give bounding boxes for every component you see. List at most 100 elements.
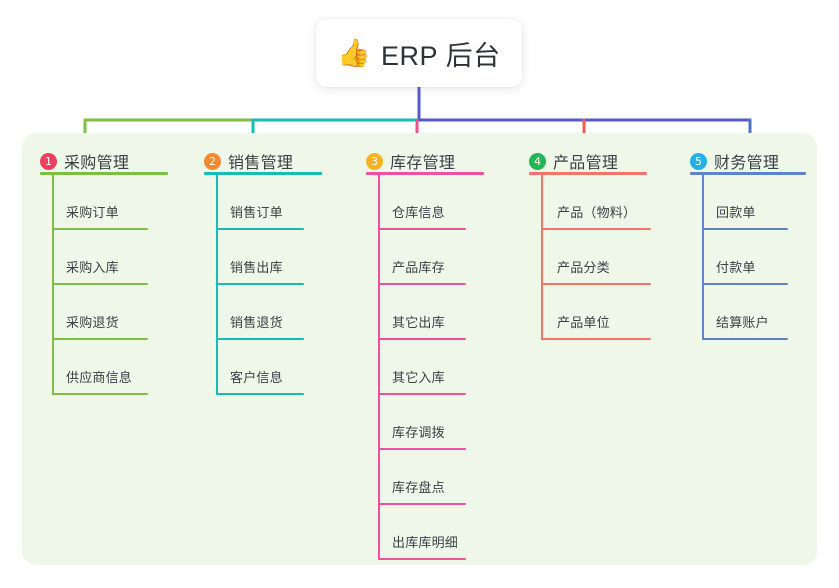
column-header-4[interactable]: 4 产品管理 [529,133,682,175]
list-item[interactable]: 库存调拨 [378,395,519,450]
list-item[interactable]: 其它出库 [378,285,519,340]
list-item[interactable]: 出库库明细 [378,505,519,560]
column-title-3: 库存管理 [390,155,456,172]
leaf-rule [378,283,466,285]
list-item[interactable]: 产品分类 [541,230,682,285]
leaf-label: 产品分类 [557,260,610,275]
leaf-label: 销售订单 [230,205,283,220]
list-item[interactable]: 销售出库 [216,230,353,285]
leaf-list-4: 产品（物料） 产品分类 产品单位 [541,175,682,340]
column-rule-1 [40,172,168,175]
column-rule-5 [690,172,806,175]
root-node-erp-backend[interactable]: 👍 ERP 后台 [316,19,522,87]
column-container: 1 采购管理 采购订单 采购入库 采购退货 供应 [22,133,817,565]
column-title-1: 采购管理 [64,155,130,172]
leaf-spine-3 [378,175,380,560]
leaf-list-1: 采购订单 采购入库 采购退货 供应商信息 [52,175,188,395]
leaf-rule [378,338,466,340]
badge-number-3: 3 [366,152,383,170]
list-item[interactable]: 仓库信息 [378,175,519,230]
leaf-rule [52,338,148,340]
leaf-spine-5 [702,175,704,340]
leaf-list-5: 回款单 付款单 结算账户 [702,175,817,340]
column-rule-2 [204,172,322,175]
leaf-spine-2 [216,175,218,395]
list-item[interactable]: 结算账户 [702,285,817,340]
badge-number-4: 4 [529,152,546,170]
list-item[interactable]: 付款单 [702,230,817,285]
leaf-label: 销售出库 [230,260,283,275]
column-title-4: 产品管理 [553,155,619,172]
leaf-label: 客户信息 [230,370,283,385]
list-item[interactable]: 其它入库 [378,340,519,395]
leaf-label: 采购退货 [66,315,119,330]
leaf-label: 采购入库 [66,260,119,275]
list-item[interactable]: 采购退货 [52,285,188,340]
leaf-rule [216,283,304,285]
leaf-label: 库存盘点 [392,480,445,495]
column-header-2[interactable]: 2 销售管理 [204,133,353,175]
column-header-5[interactable]: 5 财务管理 [690,133,817,175]
list-item[interactable]: 供应商信息 [52,340,188,395]
column-purchasing: 1 采购管理 采购订单 采购入库 采购退货 供应 [22,133,188,565]
leaf-label: 销售退货 [230,315,283,330]
leaf-label: 仓库信息 [392,205,445,220]
list-item[interactable]: 产品（物料） [541,175,682,230]
leaf-rule [702,283,788,285]
leaf-rule [702,338,788,340]
column-title-5: 财务管理 [714,155,780,172]
list-item[interactable]: 库存盘点 [378,450,519,505]
column-header-3[interactable]: 3 库存管理 [366,133,519,175]
list-item[interactable]: 回款单 [702,175,817,230]
leaf-rule [702,228,788,230]
column-rule-4 [529,172,647,175]
badge-number-5: 5 [690,152,707,170]
leaf-rule [378,393,466,395]
list-item[interactable]: 销售订单 [216,175,353,230]
leaf-list-2: 销售订单 销售出库 销售退货 客户信息 [216,175,353,395]
root-node-title: ERP 后台 [381,40,501,71]
leaf-label: 产品库存 [392,260,445,275]
leaf-rule [378,448,466,450]
leaf-rule [378,228,466,230]
column-sales: 2 销售管理 销售订单 销售出库 销售退货 客户 [188,133,353,565]
column-rule-3 [366,172,484,175]
diagram-panel [22,133,817,565]
leaf-label: 出库库明细 [392,535,459,550]
leaf-label: 采购订单 [66,205,119,220]
column-inventory: 3 库存管理 仓库信息 产品库存 其它出库 其它 [353,133,519,565]
list-item[interactable]: 采购入库 [52,230,188,285]
leaf-spine-1 [52,175,54,395]
column-title-2: 销售管理 [228,155,294,172]
leaf-rule [216,393,304,395]
leaf-label: 结算账户 [716,315,769,330]
list-item[interactable]: 采购订单 [52,175,188,230]
badge-number-2: 2 [204,152,221,170]
list-item[interactable]: 产品库存 [378,230,519,285]
leaf-label: 其它出库 [392,315,445,330]
column-header-1[interactable]: 1 采购管理 [40,133,188,175]
leaf-rule [541,283,651,285]
leaf-spine-4 [541,175,543,340]
leaf-rule [216,228,304,230]
leaf-label: 产品（物料） [557,205,637,220]
leaf-rule [541,228,651,230]
leaf-label: 库存调拨 [392,425,445,440]
leaf-rule [216,338,304,340]
list-item[interactable]: 销售退货 [216,285,353,340]
leaf-label: 付款单 [716,260,756,275]
badge-number-1: 1 [40,152,57,170]
list-item[interactable]: 产品单位 [541,285,682,340]
leaf-rule [378,558,466,560]
leaf-label: 产品单位 [557,315,610,330]
leaf-rule [52,283,148,285]
column-product: 4 产品管理 产品（物料） 产品分类 产品单位 [519,133,682,565]
leaf-rule [52,393,148,395]
leaf-rule [541,338,651,340]
thumbs-up-icon: 👍 [337,37,372,69]
list-item[interactable]: 客户信息 [216,340,353,395]
column-finance: 5 财务管理 回款单 付款单 结算账户 [682,133,817,565]
leaf-rule [52,228,148,230]
leaf-label: 其它入库 [392,370,445,385]
